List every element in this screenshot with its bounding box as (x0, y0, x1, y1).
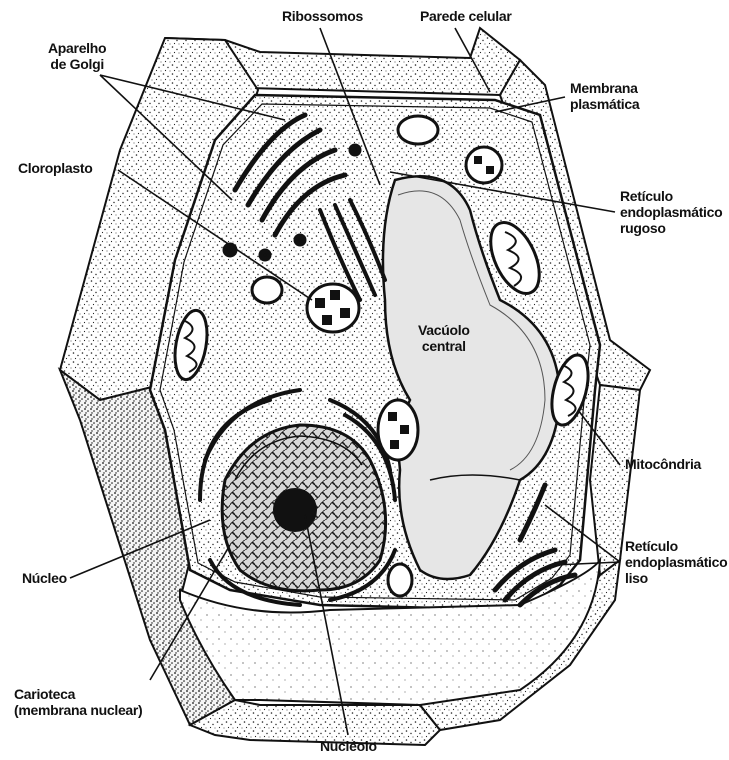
label-membrana-plasmatica: Membrana plasmática (570, 80, 639, 112)
mitochondrion (398, 116, 438, 144)
label-cloroplasto: Cloroplasto (18, 160, 92, 176)
label-nucleolo: Nucléolo (320, 738, 377, 754)
chloroplast (307, 284, 359, 332)
label-reticulo-liso: Retículo endoplasmático liso (625, 538, 727, 586)
mitochondrion (388, 564, 412, 596)
chloroplast (466, 147, 502, 183)
chloroplast (378, 400, 418, 460)
label-reticulo-rugoso: Retículo endoplasmático rugoso (620, 188, 722, 236)
label-carioteca: Carioteca (membrana nuclear) (14, 686, 142, 718)
label-mitocondria: Mitocôndria (625, 456, 701, 472)
label-vacuolo-central: Vacúolo central (418, 322, 470, 354)
label-parede-celular: Parede celular (420, 8, 512, 24)
nucleus (222, 425, 385, 591)
label-aparelho-golgi: Aparelho de Golgi (48, 40, 106, 72)
label-ribossomos: Ribossomos (282, 8, 363, 24)
label-nucleo: Núcleo (22, 570, 67, 586)
nucleolus (273, 488, 317, 532)
mitochondrion (252, 277, 282, 303)
